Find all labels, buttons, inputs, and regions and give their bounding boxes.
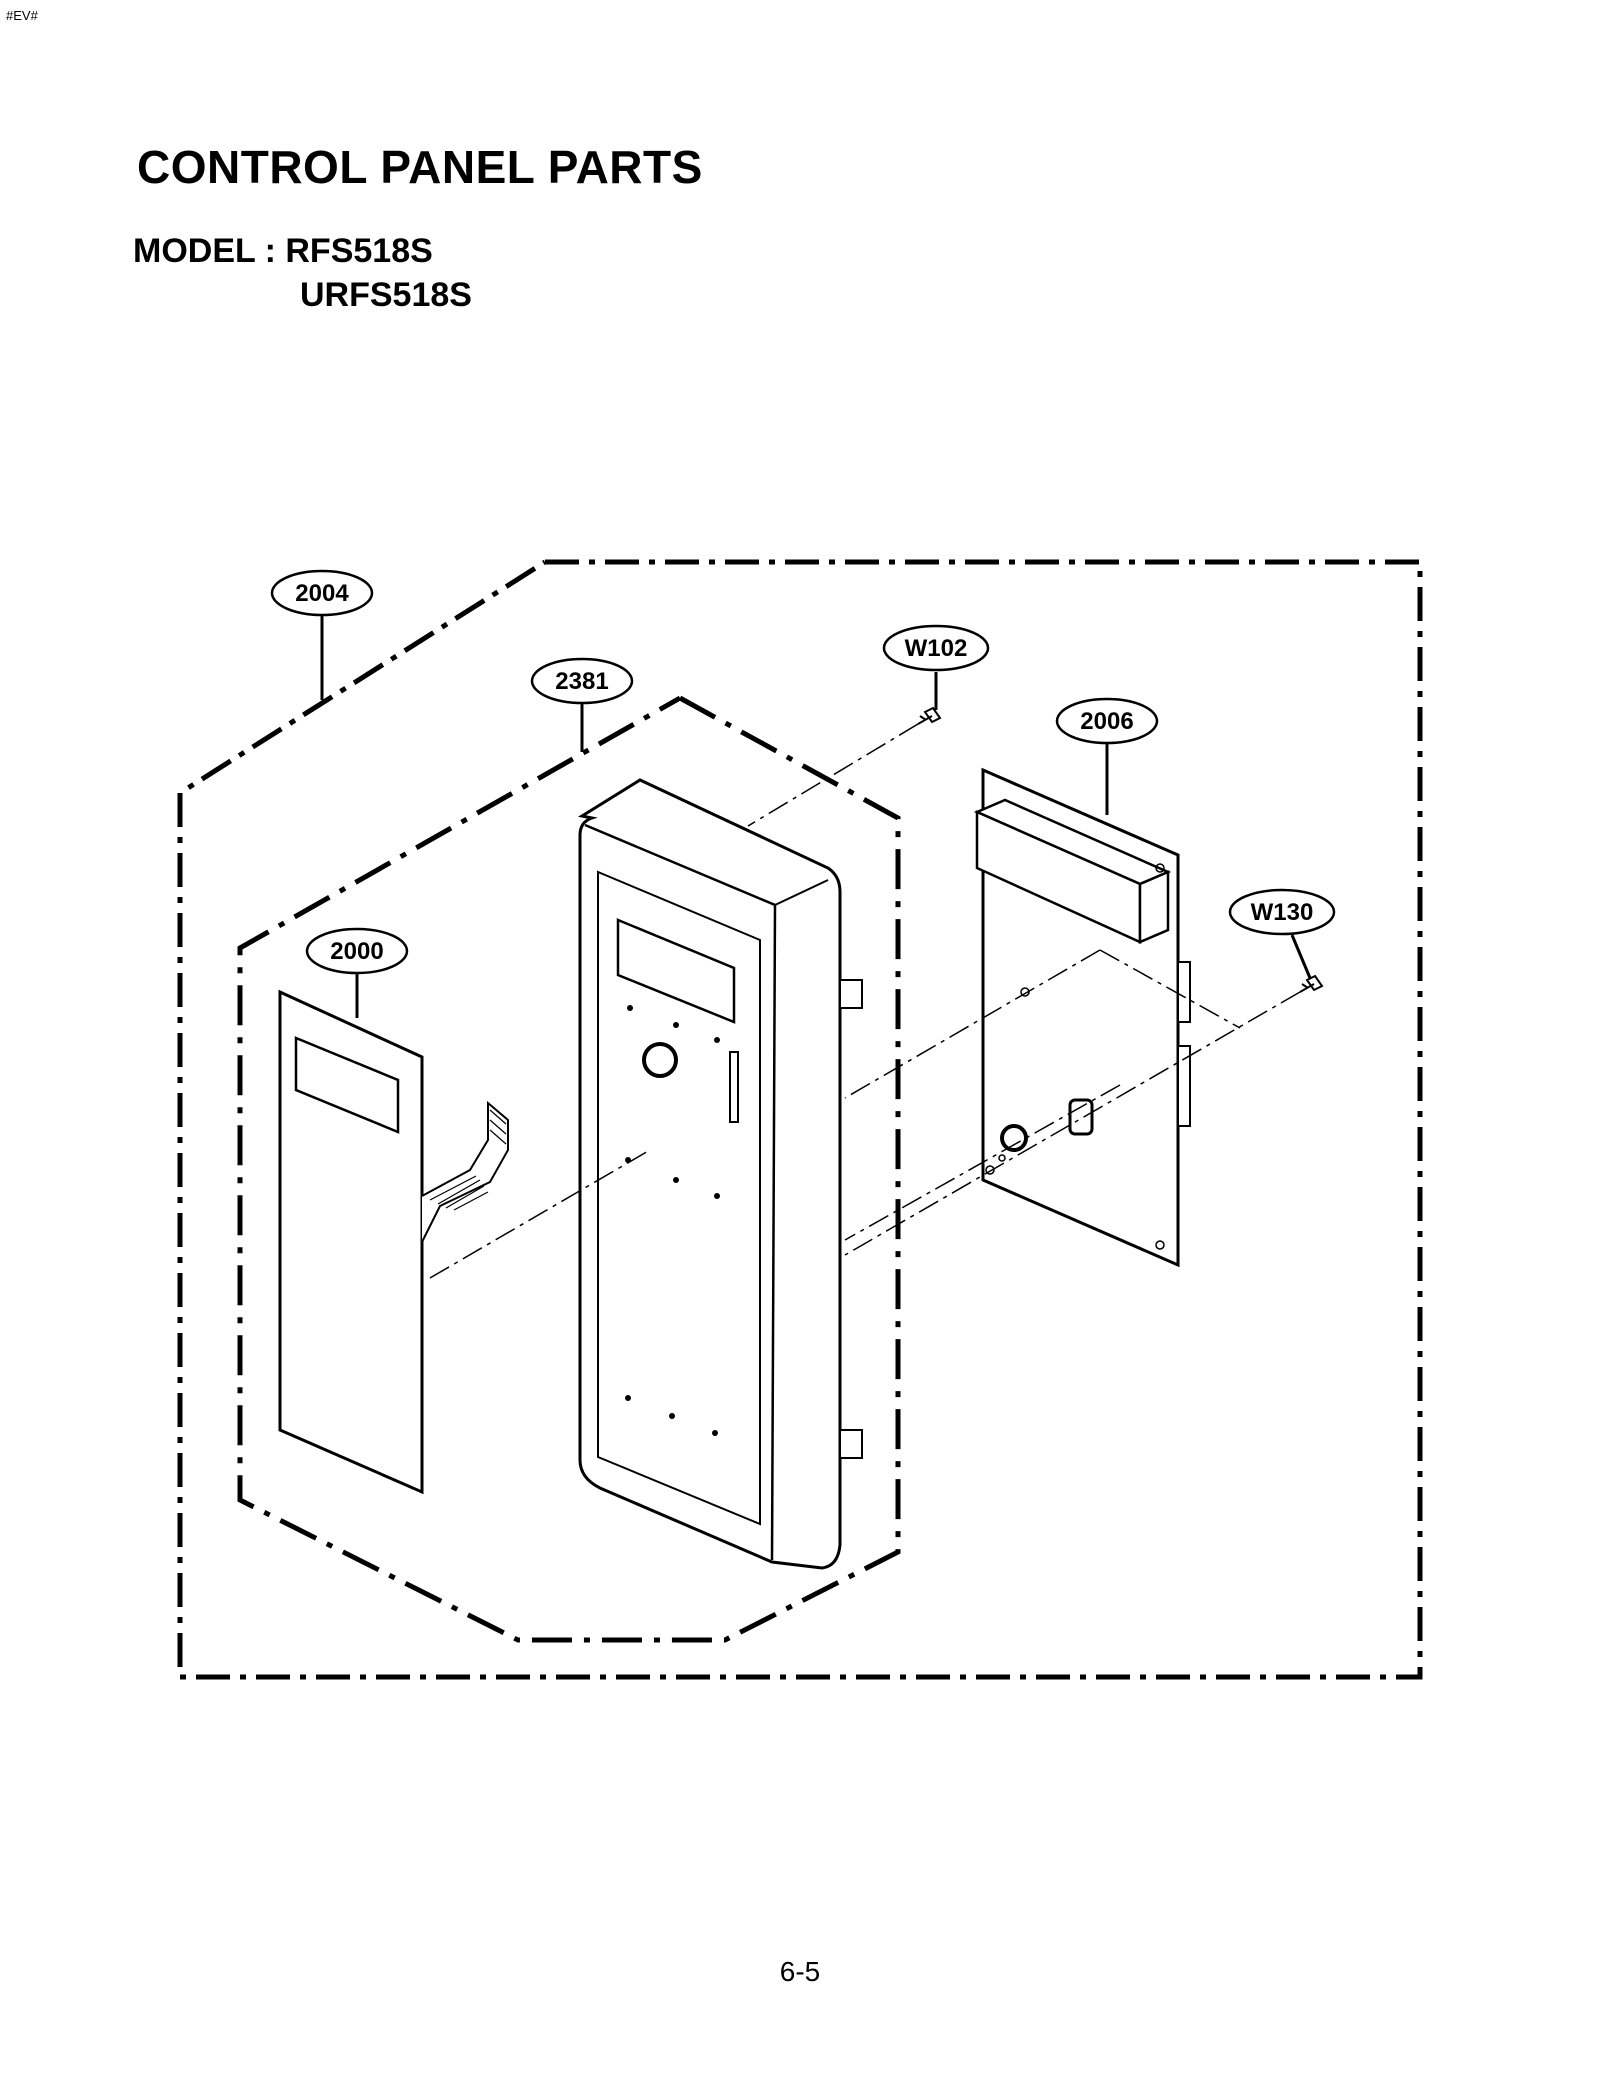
document-code: #EV# [6, 8, 38, 23]
control-panel-housing-2381 [577, 778, 863, 1570]
callout-2381-label: 2381 [555, 668, 608, 695]
membrane-overlay-2000 [278, 989, 509, 1495]
callout-w102-label: W102 [905, 635, 968, 662]
page-title: CONTROL PANEL PARTS [137, 141, 703, 193]
callout-2006-label: 2006 [1080, 708, 1133, 735]
callout-2006: 2006 [1055, 697, 1159, 745]
callout-leaders [320, 612, 1312, 1018]
outer-assembly-boundary [177, 559, 1423, 1680]
callout-2000-label: 2000 [330, 938, 383, 965]
page-number: 6-5 [779, 1956, 821, 1987]
callout-2381: 2381 [530, 657, 634, 705]
callout-2004: 2004 [270, 569, 374, 617]
assembly-guide-lines [429, 723, 1301, 1279]
callout-w130-label: W130 [1251, 899, 1314, 926]
callout-2004-label: 2004 [295, 580, 349, 607]
model-secondary: URFS518S [300, 276, 472, 314]
screw-w130 [1299, 974, 1324, 993]
callout-w130: W130 [1228, 888, 1336, 936]
inner-assembly-boundary [237, 695, 901, 1643]
pcb-board-2006 [973, 767, 1191, 1268]
callout-2000: 2000 [305, 927, 409, 975]
callout-w102: W102 [882, 624, 990, 672]
model-label: MODEL : RFS518S [133, 232, 433, 270]
screw-w102 [917, 706, 942, 725]
